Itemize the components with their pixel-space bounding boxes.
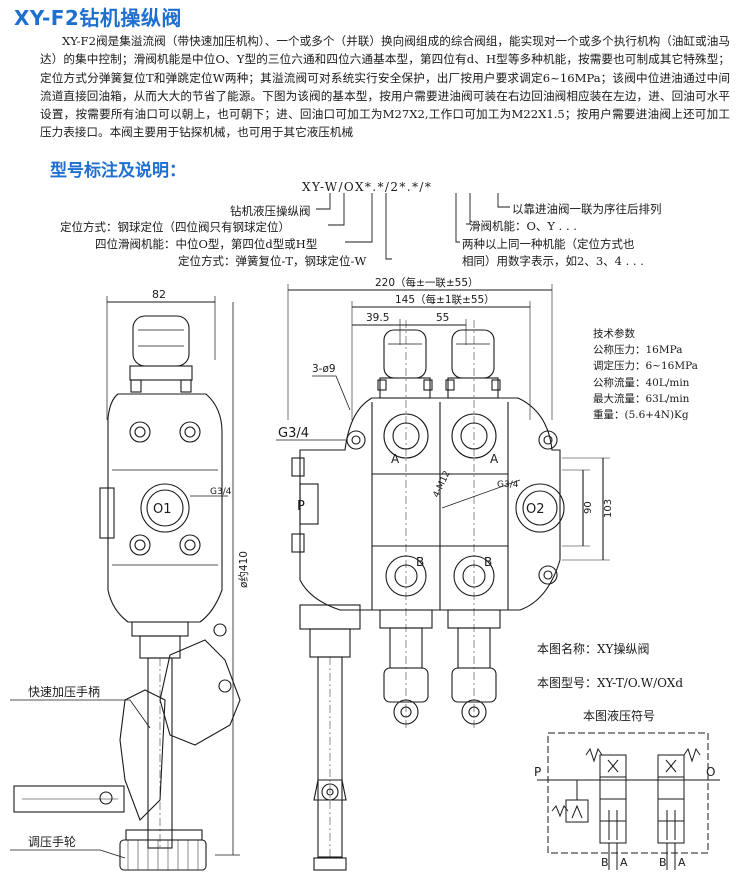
label-same-function-2: 相同）用数字表示，如2、3、4 . . . xyxy=(462,254,644,268)
spec-line: 公称压力：16MPa xyxy=(593,344,683,357)
label-positioning-type: 定位方式：弹簧复位-T，钢球定位-W xyxy=(178,254,367,268)
dim-g34-big: G3/4 xyxy=(278,426,309,441)
spec-line: 重量：(5.6+4N)Kg xyxy=(593,409,689,422)
dim-103: 103 xyxy=(603,499,614,518)
port-o2: O2 xyxy=(526,502,545,517)
dim-90: 90 xyxy=(583,501,594,514)
label-same-function-1: 两种以上同一种机能（定位方式也 xyxy=(462,237,635,251)
figure-model: 本图型号：XY-T/O.W/OXd xyxy=(537,676,683,690)
dim-g34-right: G3/4 xyxy=(497,480,519,490)
label-slide-function: 滑阀机能：O、Y . . . xyxy=(469,219,577,233)
dim-220: 220（每±一联±55） xyxy=(375,276,479,289)
dim-55: 55 xyxy=(436,312,449,324)
port-b2: B xyxy=(484,555,492,569)
symbol-heading: 本图液压符号 xyxy=(583,709,656,723)
model-heading: 型号标注及说明： xyxy=(50,161,186,181)
symbol-b1: B xyxy=(601,856,609,869)
dim-82: 82 xyxy=(152,288,166,301)
port-a1: A xyxy=(391,452,400,466)
symbol-b2: B xyxy=(659,856,667,869)
spec-line: 调定压力：6~16MPa xyxy=(593,360,698,373)
page-title: XY-F2钻机操纵阀 xyxy=(14,6,182,30)
dim-phi410: ø约410 xyxy=(237,551,250,588)
port-p: P xyxy=(297,499,305,514)
spec-block: 技术参数 公称压力：16MPa 调定压力：6~16MPa 公称流量：40L/mi… xyxy=(593,326,698,423)
label-four-position: 四位滑阀机能：中位O型，第四位d型或H型 xyxy=(95,237,318,251)
label-series: 钻机液压操纵阀 xyxy=(230,204,311,218)
dim-145: 145（每±1联±55） xyxy=(395,293,495,306)
spec-line: 公称流量：40L/min xyxy=(593,376,690,389)
label-arrangement: 以靠进油阀一联为序往后排列 xyxy=(512,202,662,216)
dim-g34-left: G3/4 xyxy=(210,487,232,497)
side-view: 82 ø约410 O1 G3/4 xyxy=(10,288,250,871)
symbol-p: P xyxy=(534,765,541,779)
port-a2: A xyxy=(490,452,499,466)
symbol-a1: A xyxy=(620,856,628,869)
symbol-a2: A xyxy=(678,856,686,869)
model-code: XY-W/OX*.*/2*.*/* xyxy=(302,180,433,194)
label-adjust-wheel: 调压手轮 xyxy=(28,835,76,849)
dim-3phi9: 3-ø9 xyxy=(312,363,336,375)
symbol-o: O xyxy=(706,765,715,779)
front-view: 220（每±一联±55） 145（每±1联±55） 39.5 55 3-ø9 G… xyxy=(276,276,614,871)
port-b1: B xyxy=(416,555,424,569)
intro-paragraph: XY-F2阀是集溢流阀（带快速加压机构）、一个或多个（并联）换向阀组成的综合阀组… xyxy=(40,34,730,140)
figure-name: 本图名称：XY操纵阀 xyxy=(537,642,650,656)
label-positioning-ball: 定位方式：钢球定位（四位阀只有钢球定位） xyxy=(60,220,290,234)
label-fast-handle: 快速加压手柄 xyxy=(28,685,100,699)
port-o1: O1 xyxy=(153,502,172,517)
spec-heading: 技术参数 xyxy=(593,328,635,340)
spec-line: 最大流量：63L/min xyxy=(593,392,690,405)
hydraulic-symbol: P O B A B A xyxy=(534,732,720,870)
dim-39-5: 39.5 xyxy=(366,312,389,324)
model-leaders xyxy=(316,193,510,260)
